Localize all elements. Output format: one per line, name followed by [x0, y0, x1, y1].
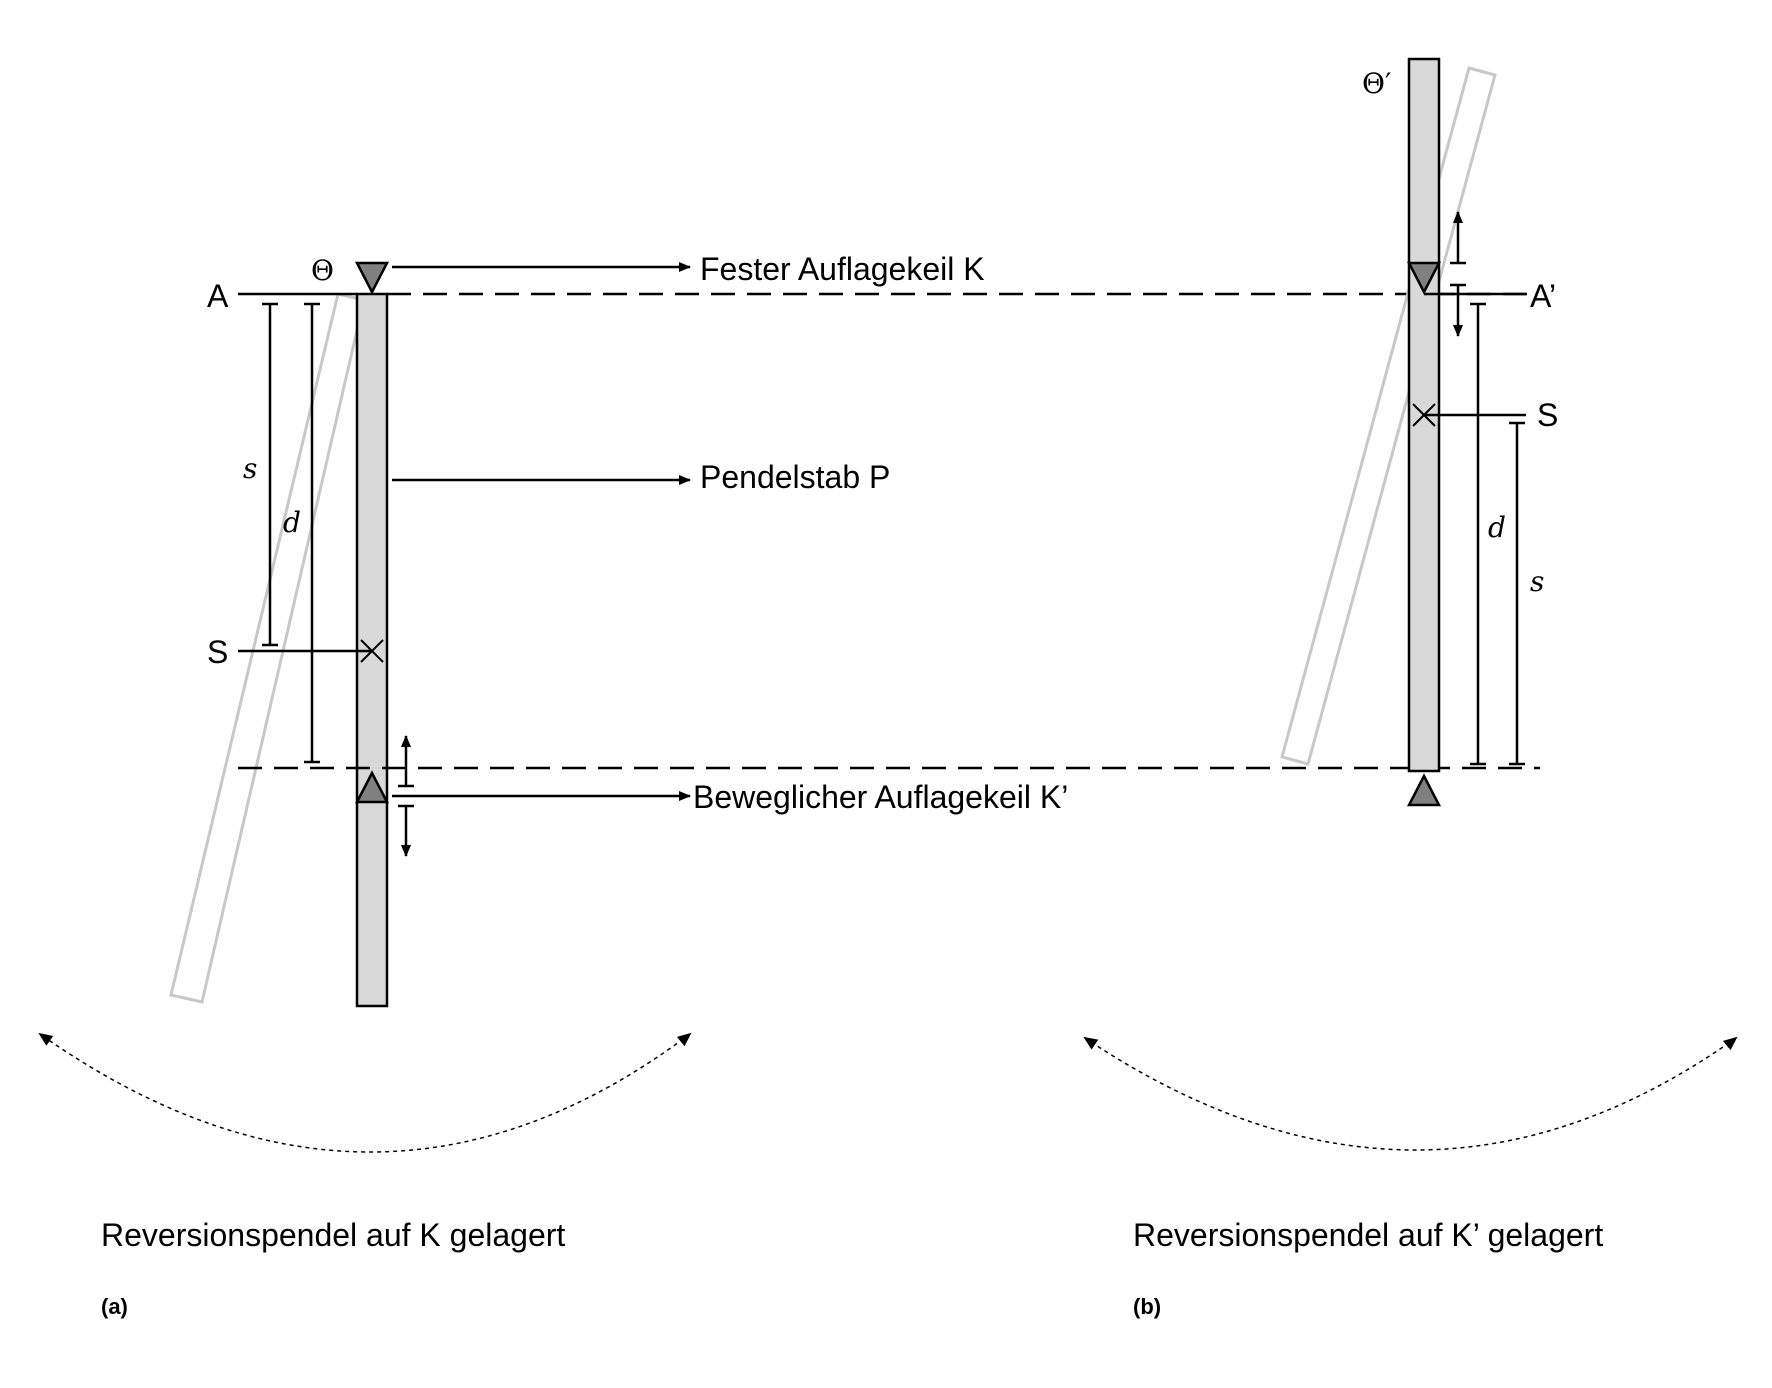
- label-d-left: d: [283, 506, 301, 539]
- dimension-s-left: [262, 302, 278, 647]
- caption-right-sub: (b): [1133, 1294, 1161, 1319]
- movable-wedge-adjust-arrows-right: [1450, 211, 1466, 337]
- swing-arc-right-end: [1722, 1036, 1738, 1051]
- caption-right: Reversionspendel auf K’ gelagert: [1133, 1217, 1603, 1253]
- label-theta-prime: Θ′: [1362, 67, 1391, 100]
- center-of-mass-marker-right: [1412, 403, 1436, 427]
- label-rod: Pendelstab P: [700, 459, 890, 495]
- fixed-wedge-k: [354, 261, 390, 295]
- fixed-wedge-k-right: [1406, 773, 1442, 807]
- dimension-d-right: [1470, 302, 1486, 766]
- label-movable-wedge: Beweglicher Auflagekeil K’: [693, 779, 1068, 815]
- center-of-mass-marker-left: [360, 639, 384, 663]
- label-point-s-right: S: [1537, 397, 1558, 433]
- swing-arc-right: [1083, 1036, 1737, 1151]
- label-s-left: s: [243, 452, 257, 485]
- swing-arc-left: [38, 1032, 691, 1153]
- right-pendulum: [1083, 57, 1738, 1151]
- label-point-s-left: S: [207, 634, 228, 670]
- movable-wedge-adjust-arrows-left: [398, 735, 414, 857]
- right-ghost-rod: [1280, 66, 1497, 766]
- label-s-right: s: [1530, 565, 1544, 598]
- label-point-a: A: [207, 278, 229, 314]
- label-point-a-prime: A’: [1530, 278, 1556, 314]
- left-ghost-rod: [169, 292, 366, 1004]
- label-fixed-wedge: Fester Auflagekeil K: [700, 251, 985, 287]
- caption-left-sub: (a): [101, 1294, 128, 1319]
- dimension-d-left: [304, 302, 320, 764]
- left-pendulum: [38, 261, 1540, 1153]
- swing-arc-left-end: [676, 1032, 692, 1047]
- movable-wedge-k-prime: [354, 770, 390, 804]
- dimension-s-right: [1509, 421, 1525, 766]
- label-d-right: d: [1488, 511, 1506, 544]
- movable-wedge-k-prime-right: [1406, 261, 1442, 295]
- caption-left: Reversionspendel auf K gelagert: [101, 1217, 565, 1253]
- label-theta: Θ: [311, 254, 334, 287]
